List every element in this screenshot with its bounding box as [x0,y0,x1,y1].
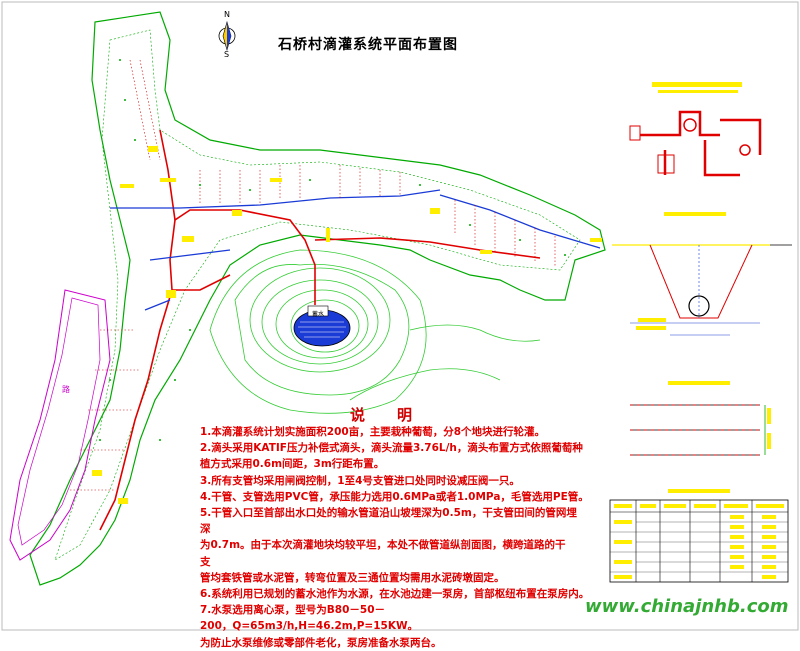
note-line: 1.本滴灌系统计划实施面积200亩，主要栽种葡萄，分8个地块进行轮灌。 [200,426,546,438]
note-line: 深 [200,523,211,536]
pipe-annotations [92,146,602,504]
drawing-title: 石桥村滴灌系统平面布置图 [278,37,458,53]
trench-cross-section [612,212,792,336]
north-label: N [224,10,230,19]
pond-hatch [298,321,346,338]
lateral-lines [70,59,556,491]
note-line: 为防止水泵维修或零部件老化，泵房准备水泵两台。 [200,636,442,649]
site-watermark: www.chinajnhb.com [585,596,789,617]
drawing-border [1,1,799,631]
note-line: 管均套铁管或水泥管，转弯位置及三通位置均需用水泥砖墩固定。 [200,571,505,584]
road-label: 路 [62,385,70,394]
pump-head-detail [629,82,762,177]
field-boundary [29,11,606,586]
contour-lines [209,249,541,414]
note-line: 7.水泵选用离心泵，型号为B80－50－ [200,604,386,617]
irrigation-layout-drawing [1,1,799,631]
main-pipe [99,129,541,531]
note-line: 200，Q=65m3/h,H=46.2m,P=15KW。 [200,620,419,633]
note-line: 6.系统利用已规划的蓄水池作为水源，在水池边建一泵房，首部枢纽布置在泵房内。 [200,588,590,601]
rotation-table [609,489,789,583]
note-line: 3.所有支管均采用闸阀控制，1至4号支管进口处同时设减压阀一只。 [200,474,520,487]
notes-heading: 说明 [350,406,445,424]
note-line: 2.滴头采用KATIF压力补偿式滴头，滴头流量3.76L/h，滴头布置方式依照葡… [200,442,583,455]
note-line: 5.干管入口至首部出水口处的输水管道沿山坡埋深为0.5m，干支管田间的管网埋 [200,507,577,520]
field-inner-boundary [54,29,581,561]
road-outline [9,289,111,561]
note-line: 支 [200,555,211,568]
note-line: 4.干管、支管选用PVC管，承压能力选用0.6MPa或者1.0MPa，毛管选用P… [200,490,589,503]
pond-label: 蓄水 [312,311,325,318]
south-label: S [224,50,230,59]
pump-house [307,305,329,317]
emitter-layout-detail [630,381,771,456]
north-arrow-icon [218,20,236,52]
notes-text: 1.本滴灌系统计划实施面积200亩，主要栽种葡萄，分8个地块进行轮灌。 2.滴头… [200,424,620,651]
note-line: 为0.7m。由于本次滴灌地块均较平坦，本处不做管道纵剖面图，横跨道路的干 [200,539,566,552]
note-line: 植方式采用0.6m间距，3m行距布置。 [200,458,385,471]
field-marks [99,59,566,441]
road-outline-inner [17,297,101,546]
